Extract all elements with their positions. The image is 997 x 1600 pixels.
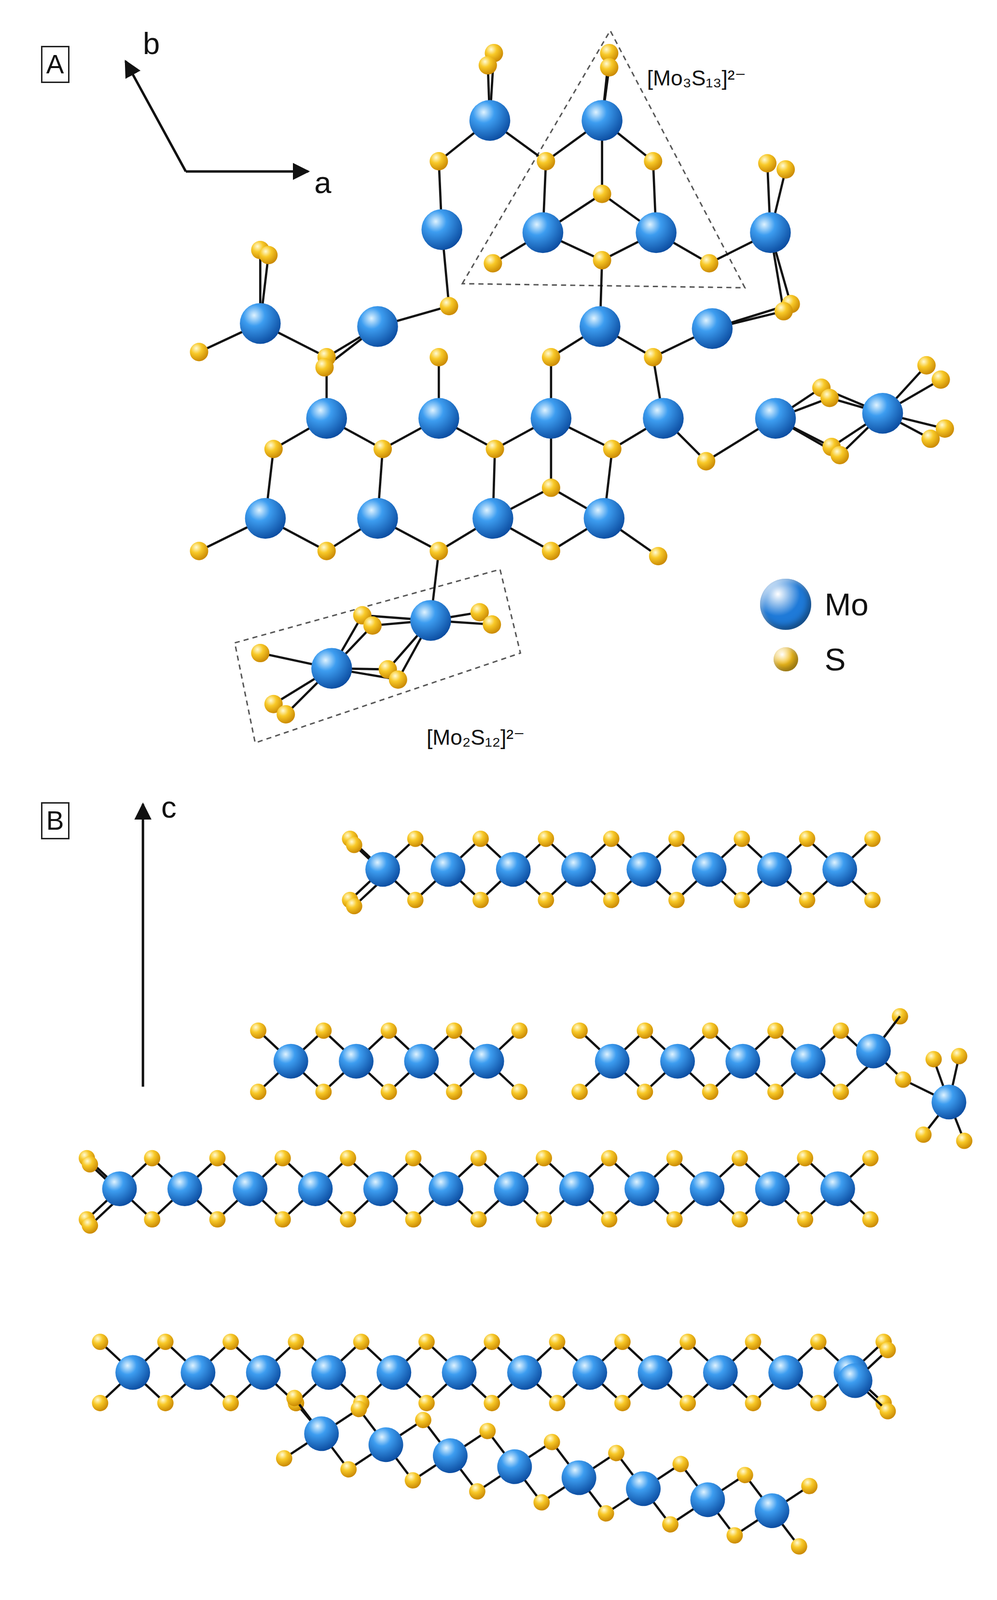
- axis-label: b: [142, 28, 160, 59]
- legend-text: S: [824, 643, 846, 676]
- panel-letter: B: [46, 807, 65, 834]
- axis-label: a: [314, 167, 332, 198]
- legend-swatch: [760, 578, 812, 630]
- cluster-formula: [Mo₃S₁₃]²⁻: [647, 67, 747, 89]
- axis-label: c: [161, 791, 177, 823]
- panel-letter: A: [46, 51, 65, 78]
- legend-text: Mo: [824, 588, 869, 621]
- cluster-formula: [Mo₂S₁₂]²⁻: [426, 726, 526, 748]
- legend-swatch: [773, 647, 799, 672]
- panel-letter-box: A: [41, 45, 70, 84]
- panel-letter-box: B: [41, 802, 70, 840]
